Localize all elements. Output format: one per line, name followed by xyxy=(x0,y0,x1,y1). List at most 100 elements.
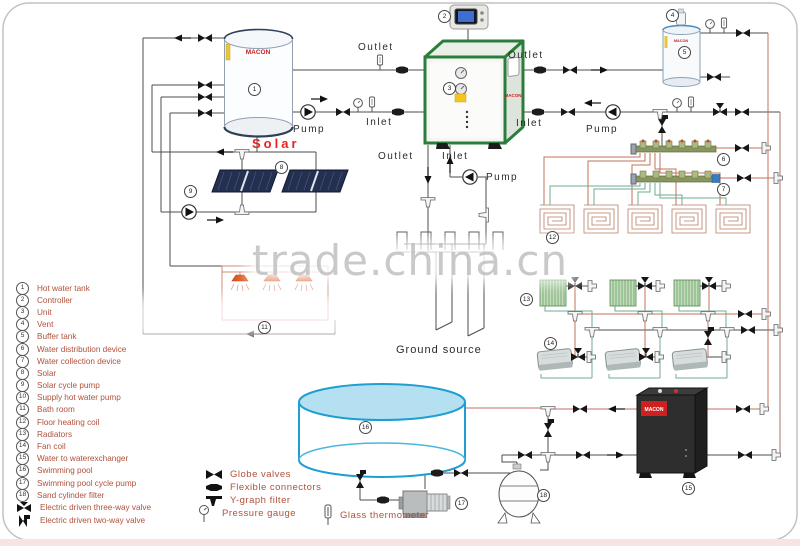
pipes-return xyxy=(540,183,728,379)
legend-num: 18 xyxy=(16,488,29,502)
heat-pump-unit: MACON xyxy=(423,39,525,149)
legend-label: Glass thermometer xyxy=(340,509,430,521)
legend-num: 5 xyxy=(16,330,29,344)
legend-label: Vent xyxy=(37,320,54,330)
legend-item: 16 Swimming pool xyxy=(16,464,151,478)
y-filter-icon xyxy=(206,496,222,506)
legend-item: 7 Water collection device xyxy=(16,354,151,368)
watermark-blur-band xyxy=(18,296,358,338)
callout-13: 13 xyxy=(520,293,533,306)
three-way-valve-icon xyxy=(17,501,31,512)
legend-label: Electric driven three-way valve xyxy=(40,503,152,513)
legend-item-flexible-connectors: Flexible connectors xyxy=(204,481,321,494)
legend-label: Floor heating coil xyxy=(37,417,100,427)
fan-coils xyxy=(536,348,708,371)
symbol-legend: Globe valves Flexible connectors Y-graph… xyxy=(196,468,321,522)
inlet-label: Inlet xyxy=(442,151,469,162)
callout-2: 2 xyxy=(438,10,451,23)
pump-label: Pump xyxy=(486,172,519,183)
callout-6: 6 xyxy=(717,153,730,166)
legend-label: Sand cylinder filter xyxy=(37,490,105,500)
legend-label: Buffer tank xyxy=(37,332,77,342)
callout-5: 5 xyxy=(678,46,691,59)
legend-label: Swimming pool xyxy=(37,466,93,476)
pool-cycle-pump xyxy=(398,490,451,518)
legend-num: 2 xyxy=(16,293,29,307)
legend-label: Flexible connectors xyxy=(230,482,322,493)
glass-thermometer-icon xyxy=(324,504,332,525)
globe-valve-icon xyxy=(206,470,222,479)
callout-8: 8 xyxy=(275,161,288,174)
legend-num: 8 xyxy=(16,366,29,380)
callout-4: 4 xyxy=(666,9,679,22)
legend-label: Solar xyxy=(37,368,57,378)
legend-label: Y-graph filter xyxy=(230,495,291,506)
legend-item: 17 Swimming pool cycle pump xyxy=(16,476,151,490)
unit-brand-text: MACON xyxy=(505,93,522,98)
inlet-label: Inlet xyxy=(516,118,543,129)
hot-water-tank: MACON xyxy=(223,28,294,138)
legend-item: 3 Unit xyxy=(16,305,151,319)
watermark: trade.china.cn xyxy=(252,236,569,285)
callout-9: 9 xyxy=(184,185,197,198)
outlet-label: Outlet xyxy=(358,42,394,53)
callout-11: 11 xyxy=(258,321,271,334)
legend-num: 10 xyxy=(16,391,29,405)
legend-num: 16 xyxy=(16,464,29,478)
exchanger-brand-text: MACON xyxy=(645,407,664,413)
legend-item-two-way-valve: Electric driven two-way valve xyxy=(16,514,151,527)
radiators xyxy=(539,279,701,307)
legend-label: Radiators xyxy=(37,429,73,439)
legend-num: 15 xyxy=(16,452,29,466)
swimming-pool xyxy=(298,383,466,478)
legend-label: Water collection device xyxy=(37,356,121,366)
inlet-label: Inlet xyxy=(366,117,393,128)
legend-label: Hot water tank xyxy=(37,283,90,293)
sand-cylinder-filter xyxy=(497,463,541,524)
watermark-blur-band xyxy=(246,238,582,284)
solar-panel-icon xyxy=(211,169,349,193)
callout-7: 7 xyxy=(717,183,730,196)
callout-16: 16 xyxy=(359,421,372,434)
legend-item: 8 Solar xyxy=(16,366,151,380)
legend-item-three-way-valve: Electric driven three-way valve xyxy=(16,501,151,514)
controller xyxy=(449,4,489,30)
legend-label: Globe valves xyxy=(230,469,291,480)
legend-item: 18 Sand cylinder filter xyxy=(16,488,151,502)
distribution-manifold xyxy=(630,139,717,155)
outlet-label: Outlet xyxy=(508,50,544,61)
tank-brand-text: MACON xyxy=(246,49,271,56)
callout-3: 3 xyxy=(443,82,456,95)
legend-num: 4 xyxy=(16,318,29,332)
legend-num: 14 xyxy=(16,440,29,454)
two-way-valve-icon xyxy=(19,514,30,527)
water-to-water-exchanger: MACON xyxy=(635,387,709,478)
legend-num: 7 xyxy=(16,354,29,368)
collection-manifold xyxy=(630,170,721,185)
legend-label: Pressure gauge xyxy=(222,508,297,519)
legend-num: 17 xyxy=(16,476,29,490)
buffer-brand-text: MACON xyxy=(674,39,689,43)
callout-14: 14 xyxy=(544,337,557,350)
legend-label: Supply hot water pump xyxy=(37,393,121,403)
callout-18: 18 xyxy=(537,489,550,502)
pump-label: Pump xyxy=(293,124,326,135)
legend-num: 13 xyxy=(16,427,29,441)
legend-item-glass-thermometer: Glass thermometer xyxy=(322,504,429,526)
legend-label: Unit xyxy=(37,307,52,317)
callout-17: 17 xyxy=(455,497,468,510)
callout-12: 12 xyxy=(546,231,559,244)
callout-1: 1 xyxy=(248,83,261,96)
legend-num: 9 xyxy=(16,379,29,393)
legend-item: 5 Buffer tank xyxy=(16,330,151,344)
pump-label: Pump xyxy=(586,124,619,135)
legend-num: 3 xyxy=(16,305,29,319)
legend-label: Swimming pool cycle pump xyxy=(37,478,137,488)
flexible-connector-icon xyxy=(206,484,222,491)
legend-item-pressure-gauge: Pressure gauge xyxy=(196,504,321,522)
